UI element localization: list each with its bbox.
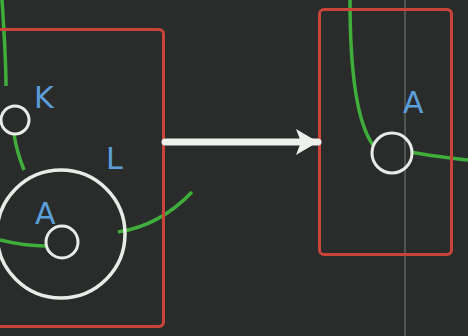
- node-label: A: [403, 87, 424, 119]
- green-curve: [0, 240, 46, 246]
- region-ellipse: A: [0, 168, 127, 300]
- node-label: L: [106, 143, 123, 175]
- node-label: K: [34, 82, 54, 114]
- circle: [372, 133, 412, 173]
- green-curve: [2, 0, 6, 86]
- green-curve: [350, 0, 373, 145]
- node-label: A: [35, 198, 56, 230]
- green-curve: [411, 152, 468, 160]
- panel-box: A: [318, 8, 453, 256]
- panel-box: L K A: [0, 28, 165, 328]
- small-circle: [46, 226, 78, 258]
- node-outline: [0, 168, 127, 300]
- point-circle: K: [0, 86, 72, 138]
- circle-outline: [1, 106, 29, 134]
- ellipse-outline: [0, 170, 125, 298]
- green-curve: [118, 192, 192, 232]
- transform-arrow: [165, 139, 318, 146]
- green-curve: [14, 134, 24, 170]
